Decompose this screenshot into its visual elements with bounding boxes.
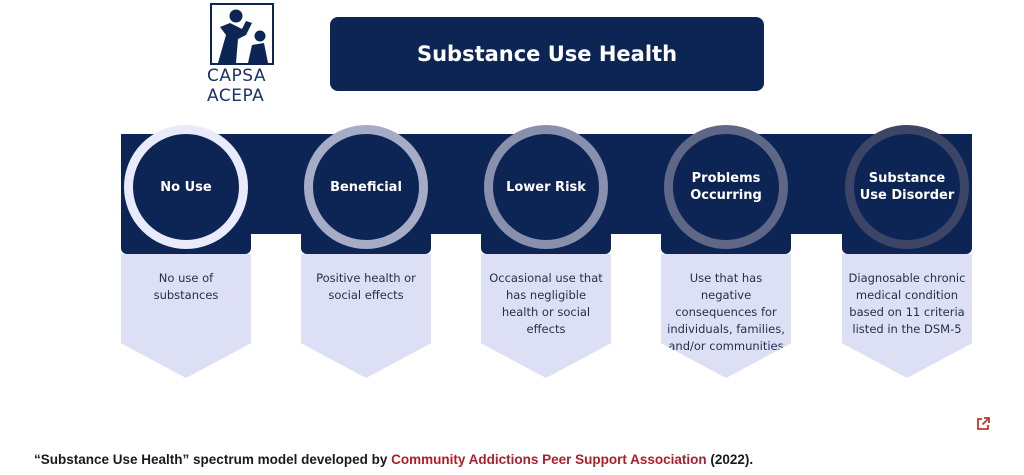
external-link-icon[interactable] (975, 416, 991, 436)
logo-text-en: CAPSA (207, 66, 266, 86)
stage-description-box: No use of substances (121, 254, 251, 378)
capsa-link[interactable]: Community Addictions Peer Support Associ… (391, 452, 707, 467)
stage-description-box: Use that has negative consequences for i… (661, 254, 791, 378)
caption-suffix: (2022). (706, 452, 754, 467)
stage-description: Diagnosable chronic medical condition ba… (848, 271, 966, 336)
stage-label: Beneficial (330, 179, 402, 195)
caption-prefix: “Substance Use Health” spectrum model de… (34, 452, 392, 467)
stage-description: No use of substances (153, 271, 219, 302)
logo-text-fr: ACEPA (207, 86, 265, 106)
capsa-logo: CAPSA ACEPA (207, 3, 279, 105)
people-icon (218, 9, 268, 63)
stage-ring: Lower Risk (484, 125, 608, 249)
figure-caption: “Substance Use Health” spectrum model de… (34, 452, 753, 467)
logo-mark (210, 3, 274, 65)
stage-description: Use that has negative consequences for i… (667, 271, 785, 353)
stage-ring: No Use (124, 125, 248, 249)
diagram-title: Substance Use Health (416, 42, 678, 66)
stage-description-box: Positive health or social effects (301, 254, 431, 378)
stage-label: Substance Use Disorder (859, 171, 955, 203)
stage-label: Lower Risk (506, 179, 586, 195)
stage-ring: Substance Use Disorder (845, 125, 969, 249)
stage-description-box: Occasional use that has negligible healt… (481, 254, 611, 378)
stage-ring: Beneficial (304, 125, 428, 249)
stage-description: Positive health or social effects (316, 271, 416, 302)
stage-description-box: Diagnosable chronic medical condition ba… (842, 254, 972, 378)
title-banner: Substance Use Health (330, 17, 764, 91)
stage-ring: Problems Occurring (664, 125, 788, 249)
stage-description: Occasional use that has negligible healt… (489, 271, 603, 336)
stage-label: No Use (160, 179, 212, 195)
stage-label: Problems Occurring (690, 171, 762, 203)
